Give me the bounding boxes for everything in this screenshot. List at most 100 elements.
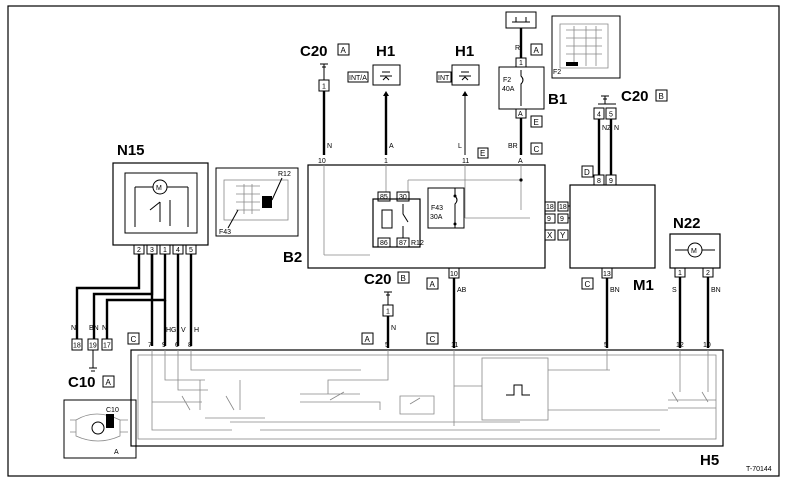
- svg-text:M: M: [691, 248, 697, 255]
- svg-text:C: C: [430, 335, 436, 344]
- svg-text:S: S: [672, 287, 677, 294]
- svg-text:6: 6: [175, 342, 179, 349]
- figure-code: T-70144: [746, 466, 772, 473]
- svg-text:BR: BR: [508, 143, 518, 150]
- svg-text:1: 1: [678, 270, 682, 277]
- box-a: A: [341, 46, 347, 55]
- n15-label: N15: [117, 142, 145, 159]
- svg-text:R: R: [515, 45, 520, 52]
- svg-text:2: 2: [137, 247, 141, 254]
- svg-text:5: 5: [609, 112, 613, 119]
- svg-text:A: A: [518, 111, 523, 118]
- n22-label: N22: [673, 215, 701, 232]
- svg-text:30: 30: [399, 194, 407, 201]
- svg-text:85: 85: [380, 194, 388, 201]
- svg-text:9: 9: [547, 216, 551, 223]
- svg-text:B: B: [401, 274, 406, 283]
- svg-text:Y: Y: [560, 231, 566, 240]
- svg-text:8: 8: [188, 342, 192, 349]
- motor-n15: N15 M 2 3 1 4 5: [112, 142, 209, 255]
- svg-text:BN: BN: [610, 287, 620, 294]
- c20-top-label: C20: [300, 43, 328, 60]
- svg-text:13: 13: [603, 271, 611, 278]
- switch-h1-int: H1 INT L E: [436, 43, 489, 159]
- svg-text:1: 1: [386, 309, 390, 316]
- b1-label: B1: [548, 91, 567, 108]
- svg-text:17: 17: [103, 343, 111, 350]
- svg-text:10: 10: [703, 342, 711, 349]
- svg-text:E: E: [480, 149, 485, 158]
- svg-text:L: L: [458, 143, 462, 150]
- svg-text:B: B: [659, 92, 664, 101]
- h1-left-label: H1: [376, 43, 395, 60]
- svg-text:C10: C10: [106, 407, 119, 414]
- switch-h1-int-a: H1 INT/A A: [347, 43, 401, 155]
- svg-text:5: 5: [189, 247, 193, 254]
- svg-text:N: N: [327, 143, 332, 150]
- svg-text:9: 9: [560, 216, 564, 223]
- svg-text:A: A: [430, 280, 436, 289]
- c20-right-label: C20: [621, 88, 649, 105]
- inset-f43-r12-location: R12 F43: [215, 167, 299, 237]
- connector-c20-right: C20 B 4 5 NZ N D: [581, 88, 668, 178]
- diagram-frame: [7, 5, 780, 477]
- svg-text:12: 12: [676, 342, 684, 349]
- svg-text:N: N: [614, 125, 619, 132]
- svg-text:9: 9: [162, 342, 166, 349]
- svg-text:8: 8: [597, 178, 601, 185]
- inset-c10-location: C10 A: [63, 399, 137, 459]
- svg-text:1: 1: [322, 84, 326, 91]
- module-m1: 8 9 M1 13 BN C: [568, 174, 656, 348]
- module-h5: H5 C 7 9 6 8 5 11 5 12 10: [127, 332, 724, 469]
- svg-text:3: 3: [150, 247, 154, 254]
- connector-c20-mid: C20 B 1 N A C: [361, 271, 439, 348]
- h1-right-label: H1: [455, 43, 474, 60]
- svg-text:A: A: [534, 46, 540, 55]
- svg-text:1: 1: [384, 158, 388, 165]
- svg-text:86: 86: [380, 240, 388, 247]
- svg-text:R12: R12: [278, 171, 291, 178]
- svg-text:C: C: [534, 145, 540, 154]
- svg-text:10: 10: [450, 271, 458, 278]
- svg-text:87: 87: [399, 240, 407, 247]
- svg-text:C: C: [131, 335, 137, 344]
- svg-text:1: 1: [163, 247, 167, 254]
- control-unit-b2: B2 10 1 11 A 85 30 86 87 R12 F43 30A: [283, 158, 569, 348]
- svg-text:10: 10: [318, 158, 326, 165]
- svg-text:E: E: [534, 118, 539, 127]
- svg-text:F2: F2: [503, 77, 511, 84]
- svg-text:NZ: NZ: [602, 125, 612, 132]
- svg-text:V: V: [181, 327, 186, 334]
- svg-text:5: 5: [604, 342, 608, 349]
- c20-mid-label: C20: [364, 271, 392, 288]
- svg-text:11: 11: [451, 342, 458, 349]
- svg-text:M: M: [156, 185, 162, 192]
- b2-label: B2: [283, 249, 302, 266]
- connector-c20-top: C20 A 1 N: [300, 43, 350, 155]
- inset-f2-location: F2: [551, 15, 621, 79]
- svg-text:40A: 40A: [502, 86, 515, 93]
- svg-text:N: N: [102, 325, 107, 332]
- svg-text:HG: HG: [166, 327, 177, 334]
- svg-text:1: 1: [519, 60, 523, 67]
- svg-text:30A: 30A: [430, 214, 443, 221]
- svg-text:18: 18: [73, 343, 81, 350]
- motor-n22: N22 M 1 2 S BN: [669, 215, 721, 348]
- n15-wiring: N BN N HG V H: [71, 254, 199, 346]
- svg-text:N: N: [71, 325, 76, 332]
- svg-text:9: 9: [609, 178, 613, 185]
- svg-text:A: A: [365, 335, 371, 344]
- svg-text:C: C: [585, 280, 591, 289]
- svg-text:2: 2: [706, 270, 710, 277]
- svg-text:F43: F43: [219, 229, 231, 236]
- m1-label: M1: [633, 277, 654, 294]
- svg-text:H: H: [194, 327, 199, 334]
- svg-text:F43: F43: [431, 205, 443, 212]
- svg-text:19: 19: [89, 343, 97, 350]
- fuse-box-b1: R A 1 F2 40A B1 A E C BR: [498, 11, 567, 155]
- svg-text:A: A: [518, 158, 523, 165]
- svg-text:INT: INT: [438, 75, 450, 82]
- svg-text:D: D: [584, 168, 590, 177]
- svg-text:4: 4: [176, 247, 180, 254]
